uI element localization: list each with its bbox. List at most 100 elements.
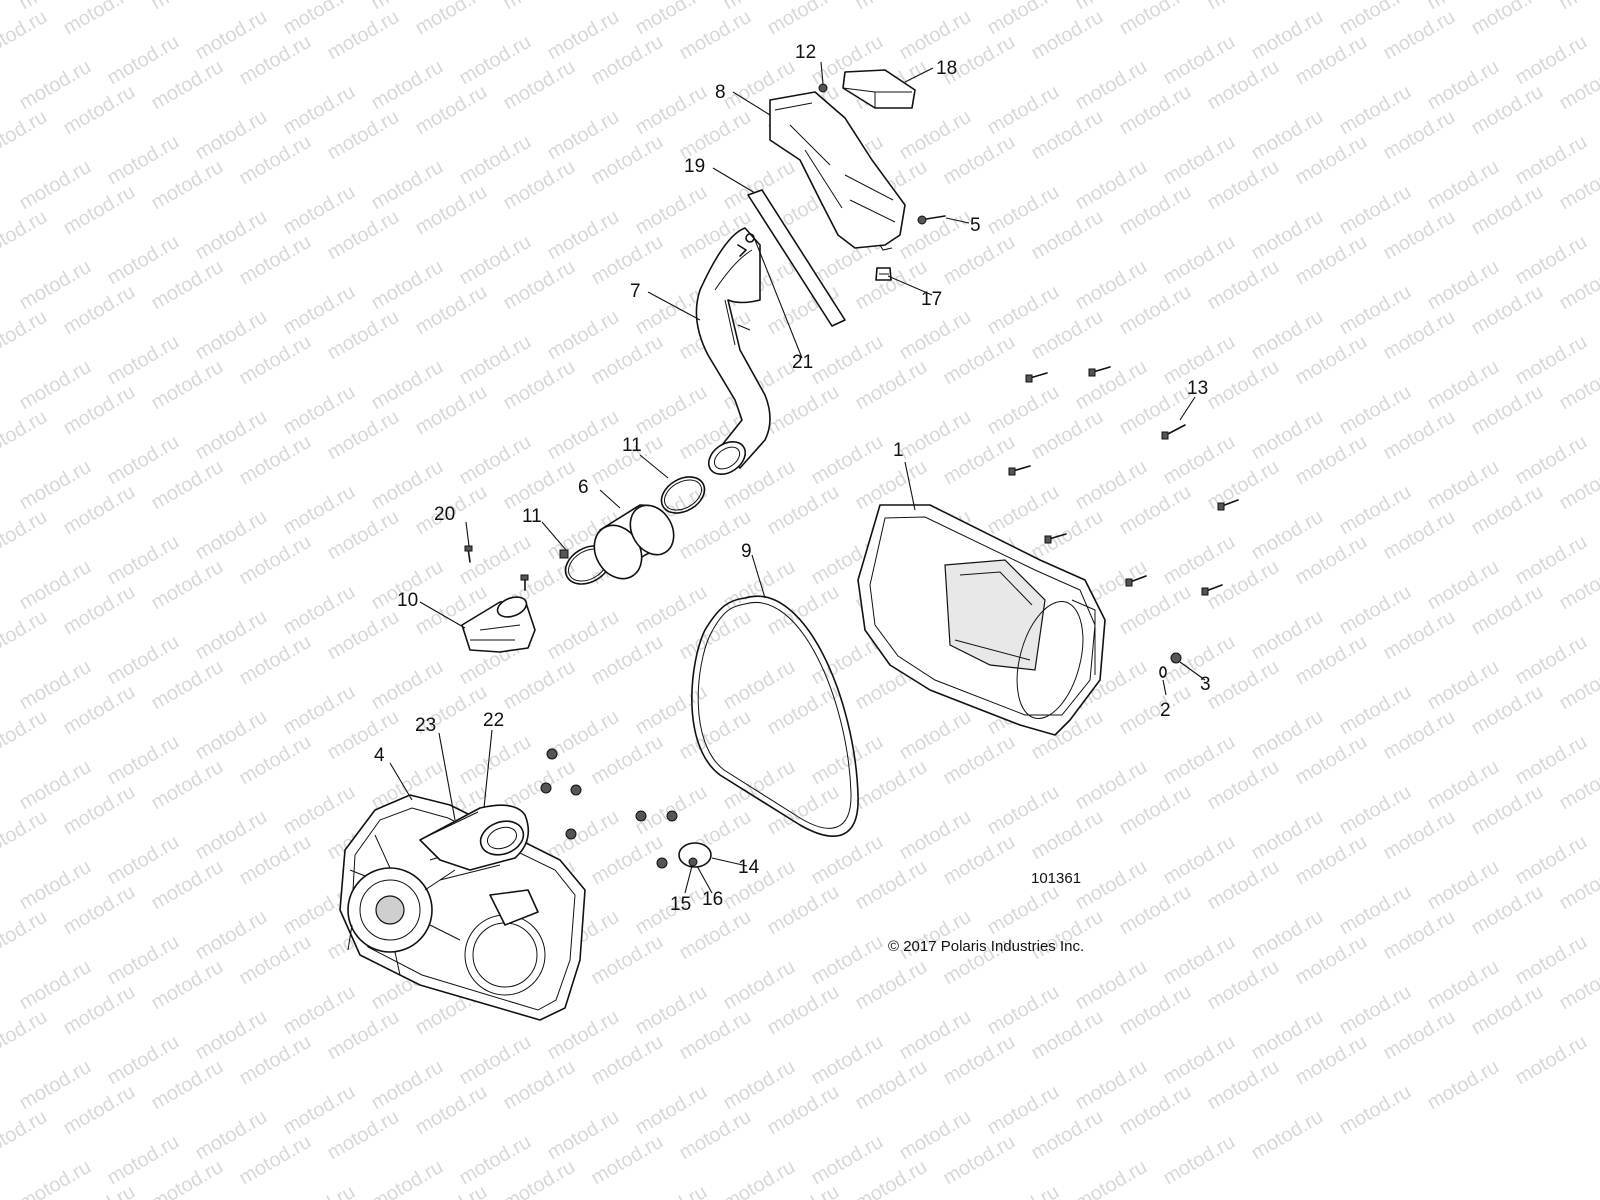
watermark-text: motod.ru (940, 331, 1019, 390)
watermark-text: motod.ru (368, 1056, 447, 1115)
callout-11-upper: 11 (622, 435, 642, 456)
watermark-text: motod.ru (280, 681, 359, 740)
watermark-text: motod.ru (236, 31, 315, 90)
watermark-text: motod.ru (60, 1081, 139, 1140)
watermark-text: motod.ru (632, 381, 711, 440)
watermark-text: motod.ru (588, 31, 667, 90)
watermark-text: motod.ru (1248, 1106, 1327, 1165)
watermark-text: motod.ru (1248, 506, 1327, 565)
watermark-text: motod.ru (1336, 81, 1415, 140)
callout-19: 19 (684, 156, 705, 177)
watermark-text: motod.ru (720, 956, 799, 1015)
watermark-text: motod.ru (1468, 281, 1547, 340)
part-23-seal (429, 811, 479, 836)
watermark-text: motod.ru (544, 206, 623, 265)
watermark-text: motod.ru (280, 1181, 359, 1200)
watermark-text: motod.ru (588, 1031, 667, 1090)
watermark-text: motod.ru (1292, 731, 1371, 790)
watermark-text: motod.ru (500, 1056, 579, 1115)
watermark-text: motod.ru (1248, 206, 1327, 265)
callout-7: 7 (630, 281, 641, 302)
watermark-text: motod.ru (324, 1106, 403, 1165)
watermark-text: motod.ru (676, 1106, 755, 1165)
watermark-text: motod.ru (1116, 681, 1195, 740)
callout-6: 6 (578, 477, 589, 498)
watermark-text: motod.ru (0, 506, 51, 565)
watermark-text: motod.ru (0, 706, 51, 765)
watermark-text: motod.ru (324, 406, 403, 465)
watermark-text: motod.ru (1380, 606, 1459, 665)
watermark-text: motod.ru (104, 231, 183, 290)
watermark-text: motod.ru (1248, 6, 1327, 65)
watermark-text: motod.ru (940, 731, 1019, 790)
watermark-text: motod.ru (852, 1056, 931, 1115)
watermark-text: motod.ru (236, 131, 315, 190)
watermark-text: motod.ru (148, 856, 227, 915)
watermark-text: motod.ru (1204, 456, 1283, 515)
watermark-text: motod.ru (16, 656, 95, 715)
part-8-intake-duct (769, 91, 906, 251)
watermark-text: motod.ru (852, 956, 931, 1015)
watermark-text: motod.ru (1204, 856, 1283, 915)
watermark-text: motod.ru (60, 381, 139, 440)
watermark-text: motod.ru (1072, 1156, 1151, 1200)
callout-18: 18 (936, 58, 957, 79)
watermark-text: motod.ru (368, 656, 447, 715)
watermark-text: motod.ru (544, 6, 623, 65)
watermark-text: motod.ru (1336, 581, 1415, 640)
watermark-text: motod.ru (1204, 756, 1283, 815)
watermark-text: motod.ru (0, 106, 51, 165)
watermark-text: motod.ru (1512, 31, 1591, 90)
watermark-text: motod.ru (456, 431, 535, 490)
watermark-text: motod.ru (1248, 706, 1327, 765)
callout-9: 9 (741, 541, 752, 562)
watermark-text: motod.ru (808, 1131, 887, 1190)
watermark-text: motod.ru (280, 81, 359, 140)
watermark-text: motod.ru (632, 981, 711, 1040)
part-6-sleeve (593, 504, 675, 580)
watermark-text: motod.ru (1512, 531, 1591, 590)
watermark-text: motod.ru (1468, 881, 1547, 940)
watermark-text: motod.ru (588, 831, 667, 890)
watermark-text: motod.ru (676, 6, 755, 65)
part-9-drive-belt (691, 595, 859, 837)
watermark-text: motod.ru (0, 306, 51, 365)
watermark-text: motod.ru (984, 381, 1063, 440)
watermark-text: motod.ru (632, 181, 711, 240)
watermark-text: motod.ru (1072, 56, 1151, 115)
watermark-text: motod.ru (324, 1006, 403, 1065)
watermark-text: motod.ru (1380, 806, 1459, 865)
part-18-foam-block (842, 69, 916, 109)
watermark-text: motod.ru (1116, 581, 1195, 640)
watermark-text: motod.ru (852, 256, 931, 315)
watermark-text: motod.ru (1160, 731, 1239, 790)
watermark-text: motod.ru (720, 756, 799, 815)
watermark-text: motod.ru (104, 631, 183, 690)
watermark-text: motod.ru (1160, 531, 1239, 590)
watermark-text: motod.ru (0, 1006, 51, 1065)
watermark-text: motod.ru (60, 81, 139, 140)
watermark-text: motod.ru (1072, 456, 1151, 515)
watermark-text: motod.ru (16, 56, 95, 115)
watermark-text: motod.ru (764, 1081, 843, 1140)
watermark-text: motod.ru (1424, 56, 1503, 115)
watermark-text: motod.ru (368, 56, 447, 115)
watermark-text: motod.ru (896, 906, 975, 965)
watermark-text: motod.ru (1556, 0, 1600, 14)
watermark-text: motod.ru (1292, 431, 1371, 490)
watermark-text: motod.ru (148, 956, 227, 1015)
watermark-text: motod.ru (1160, 31, 1239, 90)
watermark-text: motod.ru (368, 356, 447, 415)
watermark-text: motod.ru (1072, 956, 1151, 1015)
watermark-text: motod.ru (1468, 81, 1547, 140)
watermark-text: motod.ru (984, 881, 1063, 940)
watermark-text: motod.ru (1028, 506, 1107, 565)
watermark-text: motod.ru (1424, 756, 1503, 815)
watermark-text: motod.ru (588, 331, 667, 390)
watermark-text: motod.ru (1380, 906, 1459, 965)
watermark-text: motod.ru (148, 756, 227, 815)
watermark-text: motod.ru (192, 1006, 271, 1065)
watermark-text: motod.ru (1424, 1056, 1503, 1115)
watermark-text: motod.ru (632, 81, 711, 140)
watermark-text: motod.ru (1468, 581, 1547, 640)
